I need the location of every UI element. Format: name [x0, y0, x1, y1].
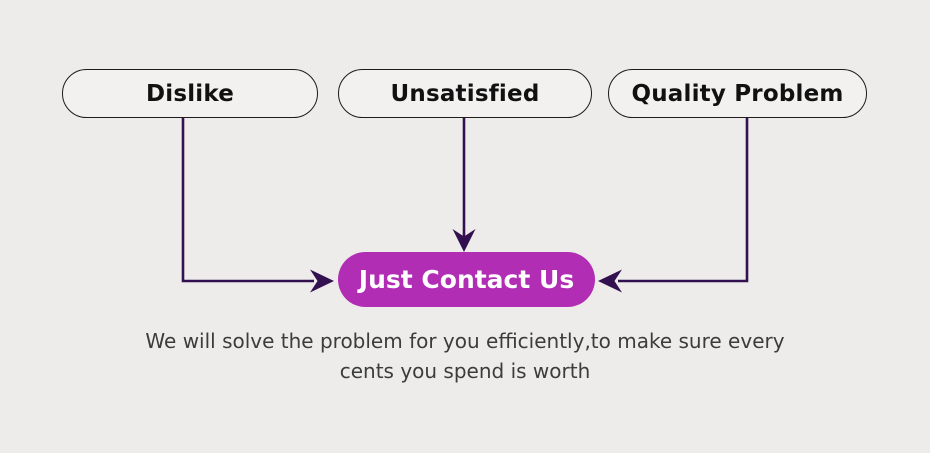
just-contact-us-label: Just Contact Us	[358, 265, 575, 294]
caption-text: We will solve the problem for you effici…	[0, 326, 930, 386]
caption-line-1: We will solve the problem for you effici…	[145, 329, 785, 353]
arrow-head-unsatisfied	[452, 229, 476, 252]
reason-pill-unsatisfied: Unsatisfied	[338, 69, 592, 118]
arrow-head-dislike	[310, 269, 334, 293]
reason-pill-quality-problem-label: Quality Problem	[631, 80, 844, 107]
reason-pill-dislike-label: Dislike	[145, 80, 235, 107]
arrow-line-quality	[618, 118, 749, 283]
caption-line-2: cents you spend is worth	[339, 359, 591, 383]
reason-pill-quality-problem: Quality Problem	[608, 69, 867, 118]
just-contact-us-button[interactable]: Just Contact Us	[338, 252, 595, 307]
arrow-line-dislike	[181, 118, 314, 283]
reason-pill-unsatisfied-label: Unsatisfied	[390, 80, 540, 107]
arrow-head-quality	[598, 269, 622, 293]
reason-pill-dislike: Dislike	[62, 69, 318, 118]
